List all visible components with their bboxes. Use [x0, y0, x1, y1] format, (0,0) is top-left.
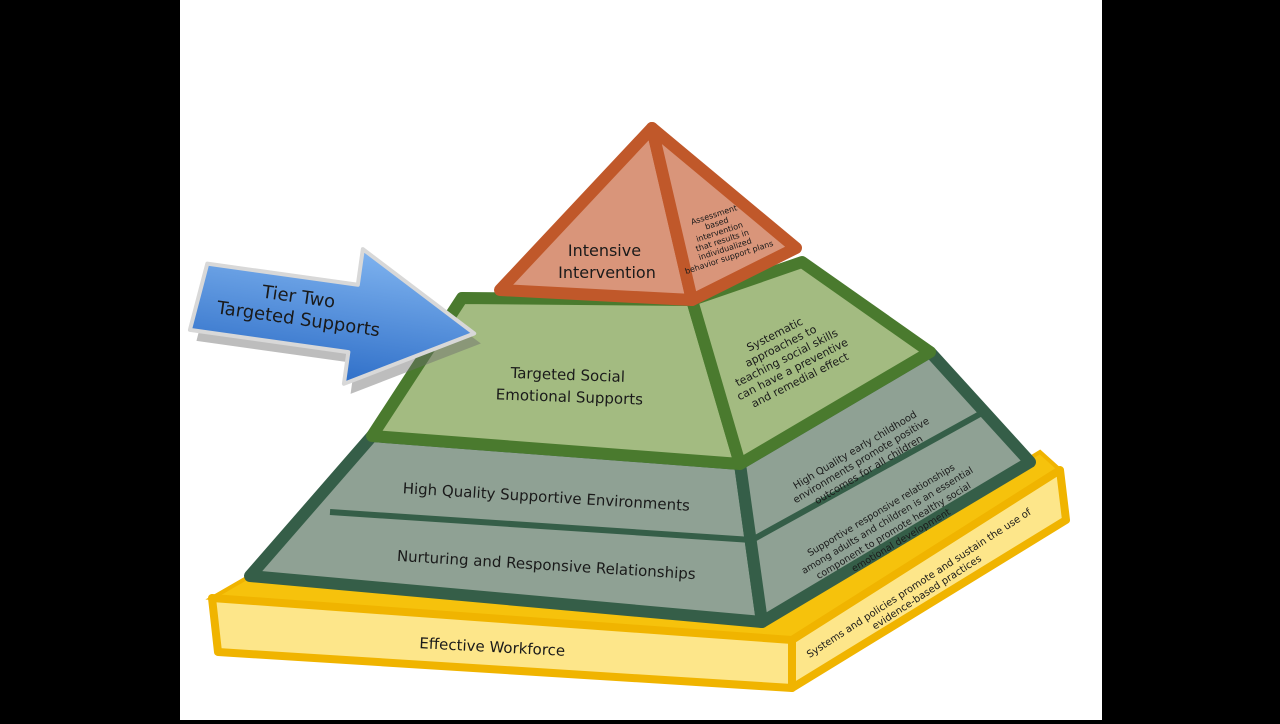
targeted-front-line-1: Targeted Social	[509, 364, 625, 386]
base-side	[788, 466, 1070, 692]
intensive-side	[646, 122, 802, 306]
targeted-side	[686, 256, 936, 470]
callout-arrow	[187, 247, 477, 386]
universal-front-divider	[329, 509, 753, 543]
intensive-front-line-2: Intervention	[558, 263, 656, 282]
targeted-front-text: Targeted Social Emotional Supports	[496, 363, 645, 408]
intensive-front-text: Intensive Intervention	[558, 241, 656, 282]
tier-two-callout: Tier Two Targeted Supports	[187, 247, 481, 394]
universal-side-divider	[750, 411, 982, 543]
targeted-front-line-2: Emotional Supports	[496, 385, 644, 408]
intensive-tier	[494, 122, 802, 306]
intensive-front-line-1: Intensive	[568, 241, 641, 260]
